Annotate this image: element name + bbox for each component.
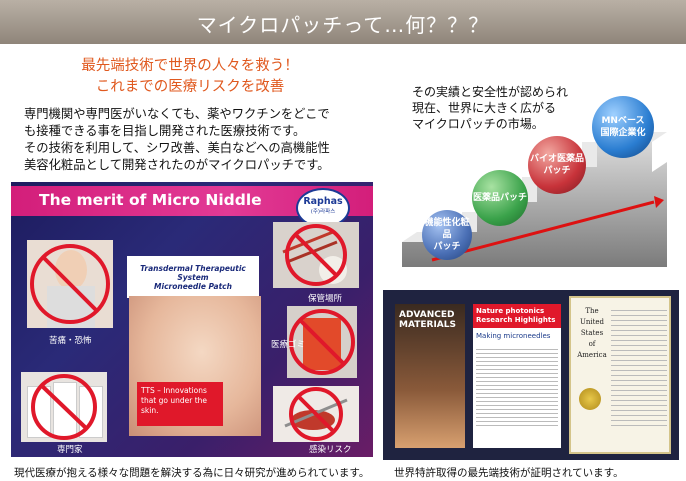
certificate-heading: The United States of America xyxy=(575,306,609,361)
article-text-lines xyxy=(476,346,558,426)
tts-red-line2: that go under the skin. xyxy=(141,396,208,415)
prohibited-icon xyxy=(285,224,347,286)
step3-label1: バイオ医薬品 xyxy=(529,154,584,164)
market-description: その実績と安全性が認められ 現在、世界に大きく広がる マイクロパッチの市場。 xyxy=(412,84,568,132)
step-biopharma-patch: バイオ医薬品パッチ xyxy=(528,136,586,194)
headline-line2: これまでの医療リスクを改善 xyxy=(95,79,285,95)
article-title: Making microneedles xyxy=(476,332,551,340)
title-banner: マイクロパッチって…何？？？ xyxy=(0,0,686,44)
cert-line3: States xyxy=(580,329,604,337)
intro-line1: 専門機関や専門医がいなくても、薬やワクチンをどこで xyxy=(24,107,330,121)
footer-left: 現代医療が抱える様々な問題を解決する為に日々研究が進められています。 xyxy=(14,467,370,479)
certificate-text-lines xyxy=(611,306,667,426)
tts-line2: Microneedle Patch xyxy=(154,282,232,291)
step4-label2: 国際企業化 xyxy=(600,128,646,138)
storage-image xyxy=(273,222,359,288)
cert-line4: of xyxy=(588,340,596,348)
caption-pain: 苦痛・恐怖 xyxy=(49,336,92,346)
patent-panel: ADVANCED MATERIALS Nature photonics Rese… xyxy=(383,290,679,460)
journal-title: ADVANCED MATERIALS xyxy=(399,310,456,330)
intro-line2: も接種できる事を目指し開発された医療技術です。 xyxy=(24,124,306,138)
caption-storage: 保管場所 xyxy=(308,294,343,304)
merit-panel: The merit of Micro Niddle Raphas (주)라파스 … xyxy=(11,182,373,457)
prohibited-icon xyxy=(289,387,343,441)
us-patent-certificate: The United States of America xyxy=(569,296,671,454)
caption-waste: 医療ゴミ xyxy=(271,340,306,350)
step-pharma-patch: 医薬品パッチ xyxy=(472,170,528,226)
specialist-image xyxy=(21,372,107,442)
step4-label1: MNベース xyxy=(601,116,645,126)
gold-seal-icon xyxy=(579,388,601,410)
raphas-logo-name: Raphas xyxy=(303,196,343,207)
step-mn-global: MNベース国際企業化 xyxy=(592,96,654,158)
intro-line4: 美容化粧品として開発されたのがマイクロパッチです。 xyxy=(24,158,330,172)
step1-label1: 機能性化粧品 xyxy=(424,218,470,240)
cert-line5: America xyxy=(577,351,607,359)
caption-infection: 感染リスク xyxy=(309,445,352,455)
market-line1: その実績と安全性が認められ xyxy=(412,85,569,99)
tts-red-line1: TTS – Innovations xyxy=(141,386,207,395)
nature-line1: Nature photonics xyxy=(476,307,545,315)
merit-title: The merit of Micro Niddle xyxy=(39,191,262,209)
pain-image xyxy=(27,240,113,328)
footer-right: 世界特許取得の最先端技術が証明されています。 xyxy=(394,467,624,479)
waste-image xyxy=(287,306,357,378)
tts-innovation-box: TTS – Innovations that go under the skin… xyxy=(137,382,223,426)
step3-label2: パッチ xyxy=(543,166,571,176)
tts-line1: Transdermal Therapeutic System xyxy=(140,264,246,282)
prohibited-icon xyxy=(30,244,110,324)
nature-article: Nature photonics Research Highlights Mak… xyxy=(473,304,561,448)
raphas-logo-sub: (주)라파스 xyxy=(310,209,336,215)
market-line3: マイクロパッチの市場。 xyxy=(412,117,544,131)
prohibited-icon xyxy=(31,374,97,440)
cert-line2: United xyxy=(579,318,605,326)
caption-specialist: 専門家 xyxy=(57,445,83,455)
step1-label2: パッチ xyxy=(433,242,461,252)
intro-line3: その技術を利用して、シワ改善、美白などへの高機能性 xyxy=(24,141,330,155)
step-cosmetic-patch: 機能性化粧品パッチ xyxy=(422,210,472,260)
infection-image xyxy=(273,386,359,442)
headline-line1: 最先端技術で世界の人々を救う！ xyxy=(81,58,299,74)
nature-header: Nature photonics Research Highlights xyxy=(473,304,561,328)
banner-title: マイクロパッチって…何？？？ xyxy=(196,13,490,37)
journal-cover-image: ADVANCED MATERIALS xyxy=(395,304,465,448)
prohibited-icon xyxy=(289,309,355,375)
market-line2: 現在、世界に大きく広がる xyxy=(412,101,557,115)
cert-line1: The xyxy=(585,307,599,315)
tts-label-box: Transdermal Therapeutic System Microneed… xyxy=(127,256,259,298)
step2-label1: 医薬品パッチ xyxy=(472,193,527,203)
nature-line2: Research Highlights xyxy=(476,316,556,324)
market-growth-diagram: 機能性化粧品パッチ 医薬品パッチ バイオ医薬品パッチ MNベース国際企業化 xyxy=(392,82,677,282)
